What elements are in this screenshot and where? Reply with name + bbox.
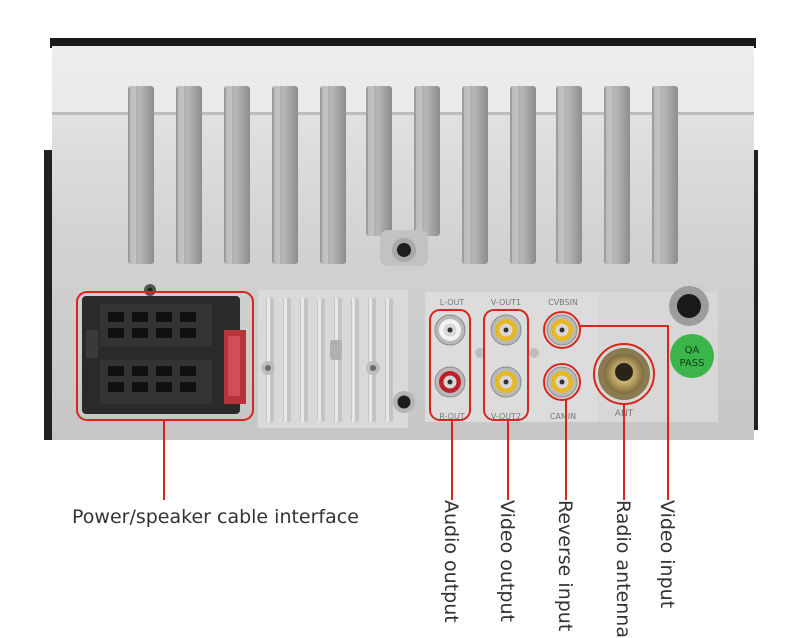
outline-audio-jacks [429,309,471,421]
label-l-out: L-OUT [440,298,465,307]
connector-pin [132,382,148,392]
mounting-screw-hole [392,238,416,262]
connector-pin [156,366,172,376]
connector-pin [180,328,196,338]
connector-pin [180,312,196,322]
connector-pin [132,366,148,376]
outline-video-jacks [483,309,529,421]
connector-pin [132,312,148,322]
connector-pin [156,382,172,392]
connector-pin [108,382,124,392]
callout-reverse-input: Reverse input [554,500,576,632]
connector-pin [132,328,148,338]
connector-pins [86,312,196,392]
connector-pin [108,328,124,338]
side-vent-grille [258,290,415,428]
rca-jack-block: L-OUT V-OUT1 CVBSIN R-OUT V-OUT2 CAMIN [425,292,598,422]
callout-power-speaker: Power/speaker cable interface [72,506,359,528]
connector-pin [108,312,124,322]
label-camin: CAMIN [550,412,576,421]
connector-pin [108,366,124,376]
callout-video-input: Video input [656,500,678,609]
qa-pass-sticker: QA PASS [670,334,714,378]
iso-connector-socket [82,284,246,414]
callout-radio-antenna: Radio antenna [612,500,634,638]
callout-video-output: Video output [496,500,518,622]
callout-audio-output: Audio output [440,500,462,623]
label-v-out2: V-OUT2 [491,412,521,421]
heatsink-vent-slots [128,86,678,266]
label-v-out1: V-OUT1 [491,298,521,307]
outline-cvbs-jack [543,311,581,349]
callout-leader-lines [163,325,669,500]
pass-text: PASS [680,358,705,369]
outline-camin-jack [543,363,581,401]
label-cvbsin: CVBSIN [548,298,578,307]
connector-pin [180,382,196,392]
connector-pin [156,312,172,322]
connector-pin [180,366,196,376]
connector-pin [156,328,172,338]
qa-text: QA [685,345,700,356]
label-r-out: R-OUT [439,412,464,421]
